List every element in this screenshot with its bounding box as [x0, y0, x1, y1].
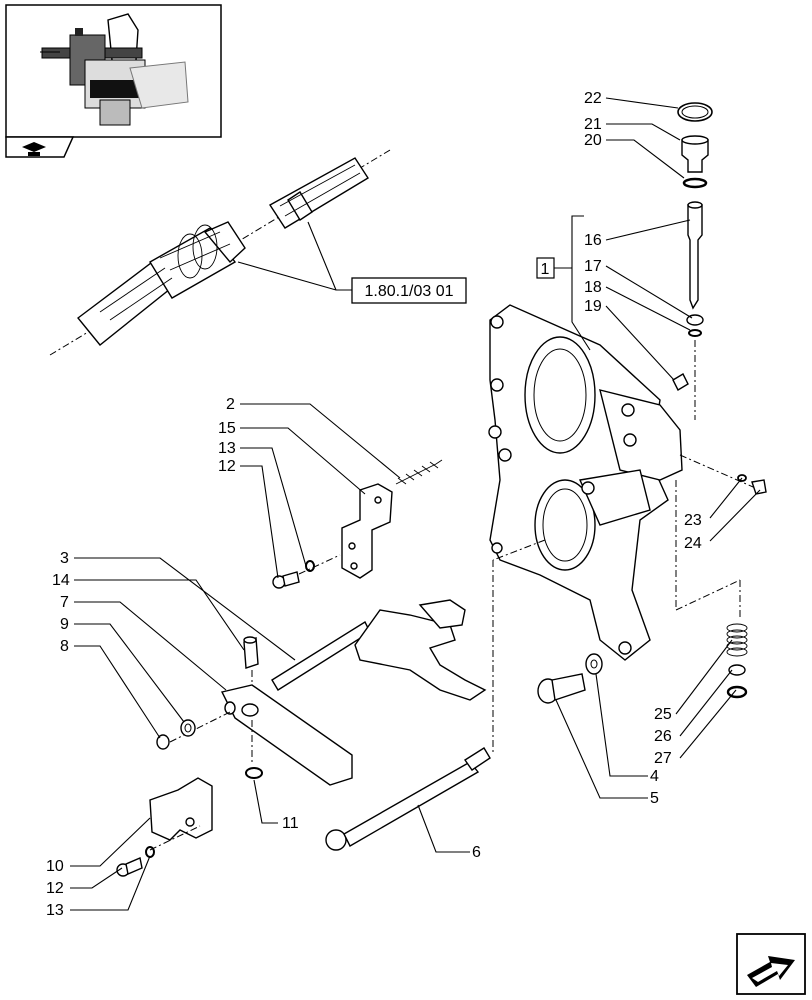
callout-26: 26: [654, 728, 672, 745]
callout-12-upper: 12: [218, 458, 236, 475]
bolt-23-24: [679, 454, 767, 495]
callout-12-lower: 12: [46, 880, 64, 897]
callout-18: 18: [584, 279, 602, 296]
callout-labels: 22 21 20 16 17 18 19 23 24 25 26 27 4 5 …: [46, 90, 702, 919]
callout-20: 20: [584, 132, 602, 149]
callout-14: 14: [52, 572, 70, 589]
spring-stack: [675, 480, 748, 699]
callout-9: 9: [60, 616, 69, 633]
reference-box[interactable]: 1.80.1/03 01: [351, 277, 467, 304]
reference-label: 1.80.1/03 01: [365, 283, 454, 300]
shift-rod-6: [325, 539, 546, 851]
callout-23: 23: [684, 512, 702, 529]
callout-16: 16: [584, 232, 602, 249]
next-arrow-icon: [747, 956, 795, 987]
leader-lines: [70, 97, 761, 911]
next-page-button[interactable]: [736, 933, 806, 995]
callout-25: 25: [654, 706, 672, 723]
group-label: 1: [541, 261, 550, 278]
transmission-assembly-thumbnail: [40, 13, 189, 126]
callout-13-lower: 13: [46, 902, 64, 919]
plug-21: [681, 139, 709, 173]
callout-21: 21: [584, 116, 602, 133]
bolt-5-washer-4: [537, 653, 603, 704]
bolt-12-washer-13-upper: [272, 554, 341, 589]
group-box: 1: [536, 257, 555, 279]
shift-fork-3: [271, 599, 487, 701]
callout-3: 3: [60, 550, 69, 567]
callout-19: 19: [584, 298, 602, 315]
callout-7: 7: [60, 594, 69, 611]
callout-27: 27: [654, 750, 672, 767]
spring-2: [395, 459, 443, 485]
plunger-stack: [672, 102, 713, 420]
callout-10: 10: [46, 858, 64, 875]
callout-4: 4: [650, 768, 659, 785]
bracket-10: [116, 777, 213, 877]
callout-13-upper: 13: [218, 440, 236, 457]
gearbox-cover-housing: [488, 304, 683, 661]
selector-7: [169, 684, 353, 786]
pin-19: [672, 373, 689, 391]
inset-thumbnail[interactable]: [5, 4, 222, 158]
bracket-15: [341, 483, 393, 579]
callout-6: 6: [472, 844, 481, 861]
callout-22: 22: [584, 90, 602, 107]
book-arrow-icon: [22, 142, 46, 156]
callout-17: 17: [584, 258, 602, 275]
callout-15: 15: [218, 420, 236, 437]
circlip-22: [677, 102, 713, 122]
callout-2: 2: [226, 396, 235, 413]
callout-8: 8: [60, 638, 69, 655]
plug-8-washer-9: [156, 719, 196, 750]
callout-24: 24: [684, 535, 702, 552]
callout-5: 5: [650, 790, 659, 807]
callout-11: 11: [282, 815, 299, 832]
circlip-11: [245, 720, 263, 779]
o-ring-20: [682, 177, 708, 189]
gear-shaft-assembly: [49, 149, 391, 356]
pin-14: [243, 636, 259, 690]
plunger-16: [687, 204, 703, 310]
